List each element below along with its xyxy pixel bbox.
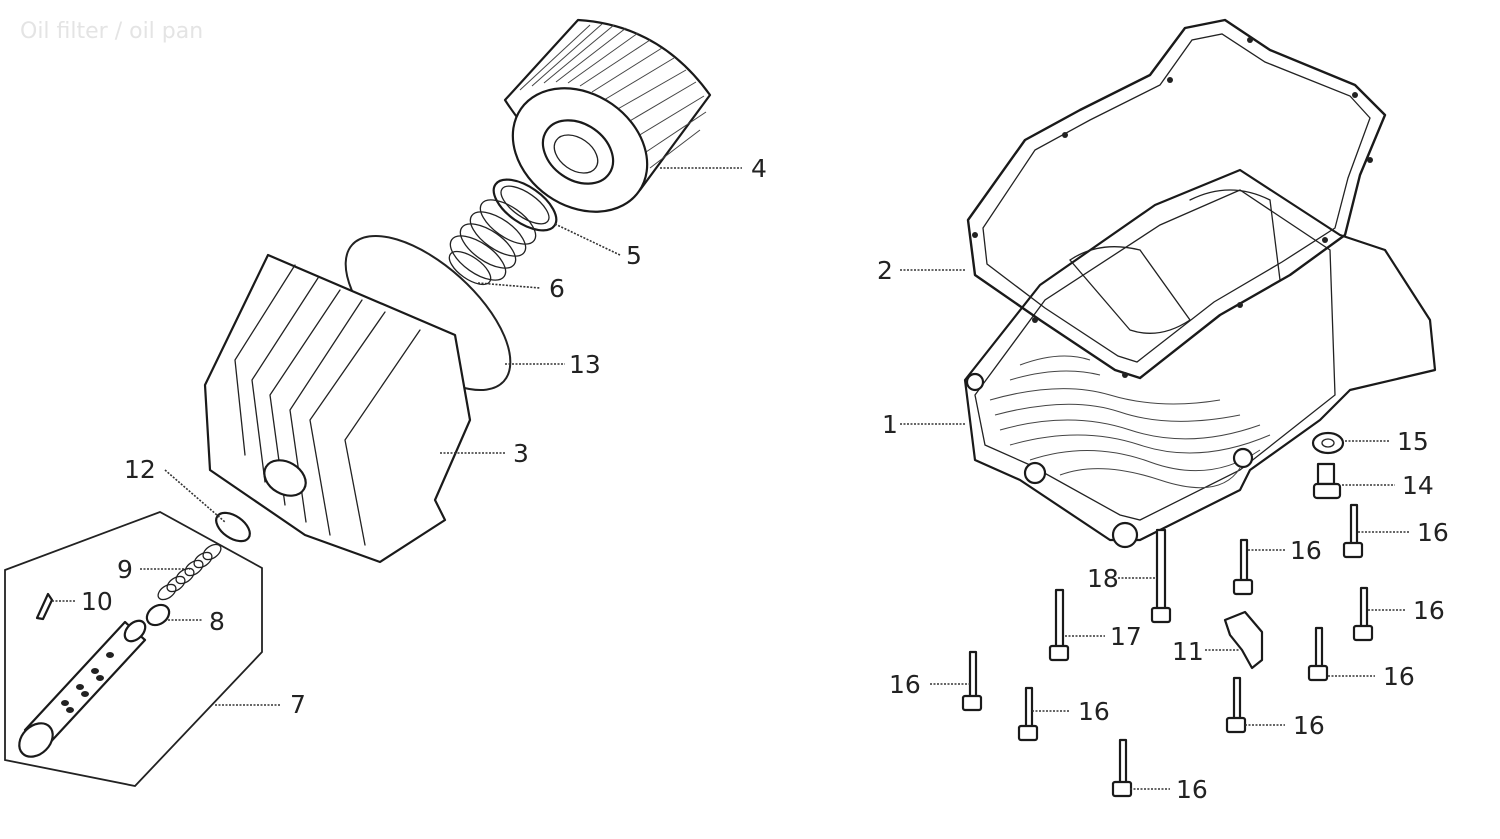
callout-13: 13	[569, 350, 601, 379]
relief-spring-9	[157, 543, 222, 601]
callout-7: 7	[290, 690, 306, 719]
callout-12: 12	[124, 455, 156, 484]
callout-8: 8	[209, 607, 225, 636]
oil-filter-element	[503, 18, 712, 213]
center-bolt-assembly-7	[4, 511, 263, 787]
spring-6	[448, 199, 537, 286]
o-ring-12	[215, 511, 251, 543]
bolt-16-a	[1232, 538, 1254, 596]
bolt-16-f	[1017, 686, 1039, 742]
o-ring-5	[492, 178, 558, 232]
drain-bolt-14	[1312, 462, 1342, 500]
bolt-16-h	[1111, 738, 1133, 798]
callout-16-b: 16	[1417, 518, 1449, 547]
callout-16-d: 16	[1383, 662, 1415, 691]
oil-pan-1	[963, 168, 1437, 549]
bolt-16-g	[1225, 676, 1247, 734]
bolt-16-c	[1352, 586, 1374, 642]
clip-11	[1223, 610, 1264, 670]
callout-18: 18	[1087, 564, 1119, 593]
callout-16-a: 16	[1290, 536, 1322, 565]
leader-lines	[52, 167, 1410, 790]
watermark-text: Oil filter / oil pan	[20, 19, 203, 44]
callout-14: 14	[1402, 471, 1434, 500]
callout-16-f: 16	[1078, 697, 1110, 726]
bolt-16-b	[1342, 503, 1364, 559]
gasket-2	[966, 18, 1387, 380]
washer-15	[1311, 431, 1345, 455]
callout-16-h: 16	[1176, 775, 1208, 804]
callout-6: 6	[549, 274, 565, 303]
callout-17: 17	[1110, 622, 1142, 651]
callout-10: 10	[81, 587, 113, 616]
callout-2: 2	[877, 256, 893, 285]
bolt-16-e	[961, 650, 983, 712]
callout-15: 15	[1397, 427, 1429, 456]
callout-1: 1	[882, 410, 898, 439]
bolt-17	[1048, 588, 1070, 662]
callout-16-e: 16	[889, 670, 921, 699]
callout-4: 4	[751, 154, 767, 183]
relief-valve-8	[145, 603, 171, 627]
callout-5: 5	[626, 241, 642, 270]
filter-cover	[203, 253, 472, 564]
bolt-18	[1150, 528, 1172, 624]
pin-10	[35, 592, 54, 621]
callout-3: 3	[513, 439, 529, 468]
callout-16-c: 16	[1413, 596, 1445, 625]
bolt-16-d	[1307, 626, 1329, 682]
callout-9: 9	[117, 555, 133, 584]
callout-16-g: 16	[1293, 711, 1325, 740]
callout-11: 11	[1172, 637, 1204, 666]
